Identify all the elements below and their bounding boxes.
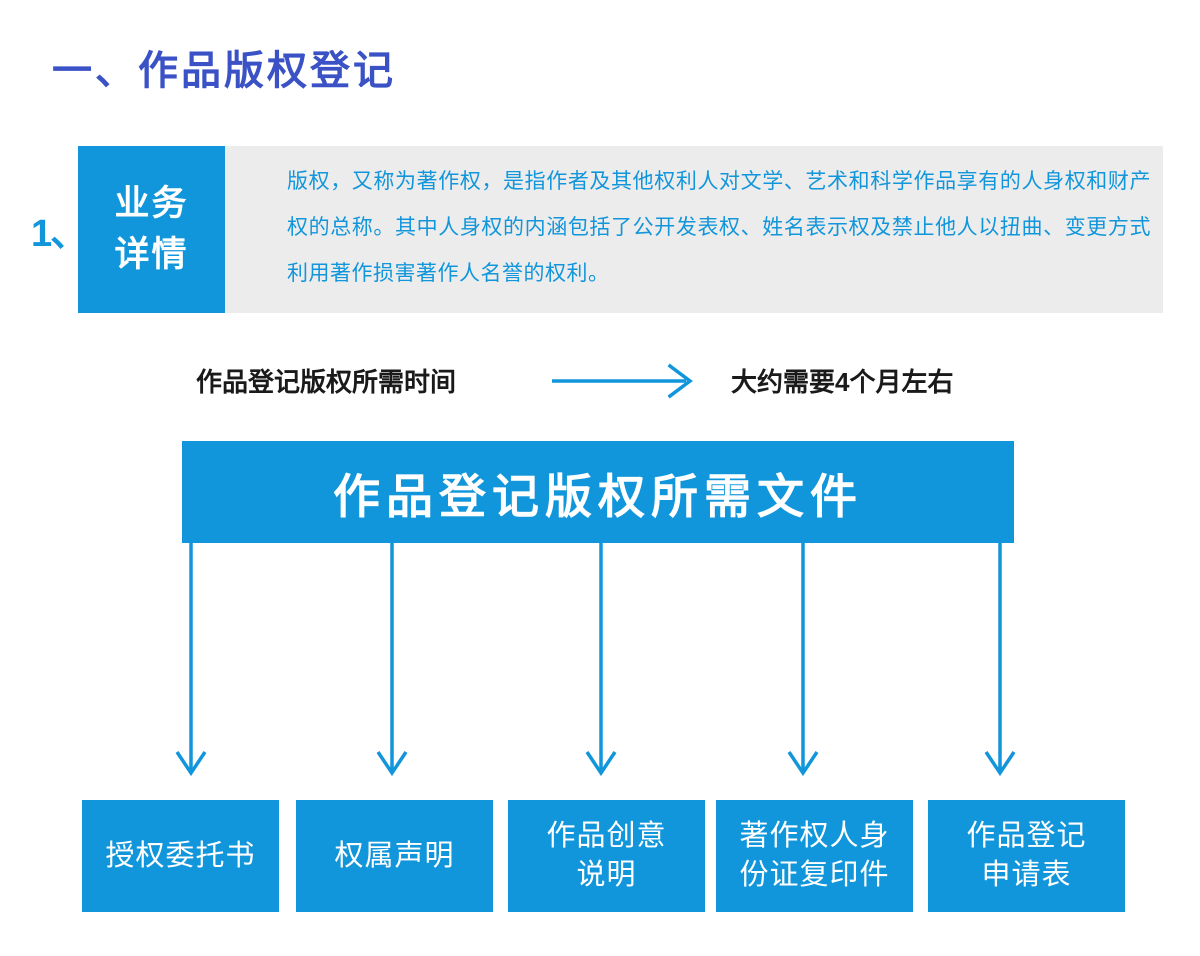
duration-value: 大约需要4个月左右 [731, 366, 954, 397]
right-arrow-icon [548, 358, 698, 402]
document-box-label: 作品登记申请表 [966, 820, 1087, 891]
document-box-label: 著作权人身份证复印件 [739, 820, 890, 891]
document-box[interactable]: 作品登记申请表 [928, 800, 1125, 912]
business-detail-section: 1、 业务 详情 版权，又称为著作权，是指作者及其他权利人对文学、艺术和科学作品… [0, 146, 1200, 313]
documents-header-bar: 作品登记版权所需文件 [182, 441, 1014, 543]
document-box-label: 权属声明 [334, 839, 455, 872]
document-box[interactable]: 著作权人身份证复印件 [716, 800, 913, 912]
duration-section: 作品登记版权所需时间 大约需要4个月左右 [0, 358, 1200, 402]
business-detail-text: 版权，又称为著作权，是指作者及其他权利人对文学、艺术和科学作品享有的人身权和财产… [287, 170, 1151, 285]
document-box-label: 授权委托书 [105, 839, 256, 872]
duration-label: 作品登记版权所需时间 [196, 366, 457, 397]
document-box[interactable]: 作品创意说明 [508, 800, 705, 912]
business-detail-panel: 版权，又称为著作权，是指作者及其他权利人对文学、艺术和科学作品享有的人身权和财产… [225, 146, 1163, 313]
connector-arrows [0, 540, 1200, 802]
documents-header-title: 作品登记版权所需文件 [333, 469, 863, 523]
banner-label: 业务 详情 [78, 146, 225, 313]
banner-label-line2: 详情 [114, 234, 189, 274]
document-box[interactable]: 授权委托书 [82, 800, 279, 912]
document-box[interactable]: 权属声明 [296, 800, 493, 912]
banner-label-line1: 业务 [114, 183, 189, 223]
documents-list: 授权委托书 权属声明 作品创意说明 著作权人身份证复印件 作品登记申请表 [0, 800, 1200, 912]
document-box-label: 作品创意说明 [546, 820, 667, 891]
page-title: 一、作品版权登记 [52, 49, 396, 93]
